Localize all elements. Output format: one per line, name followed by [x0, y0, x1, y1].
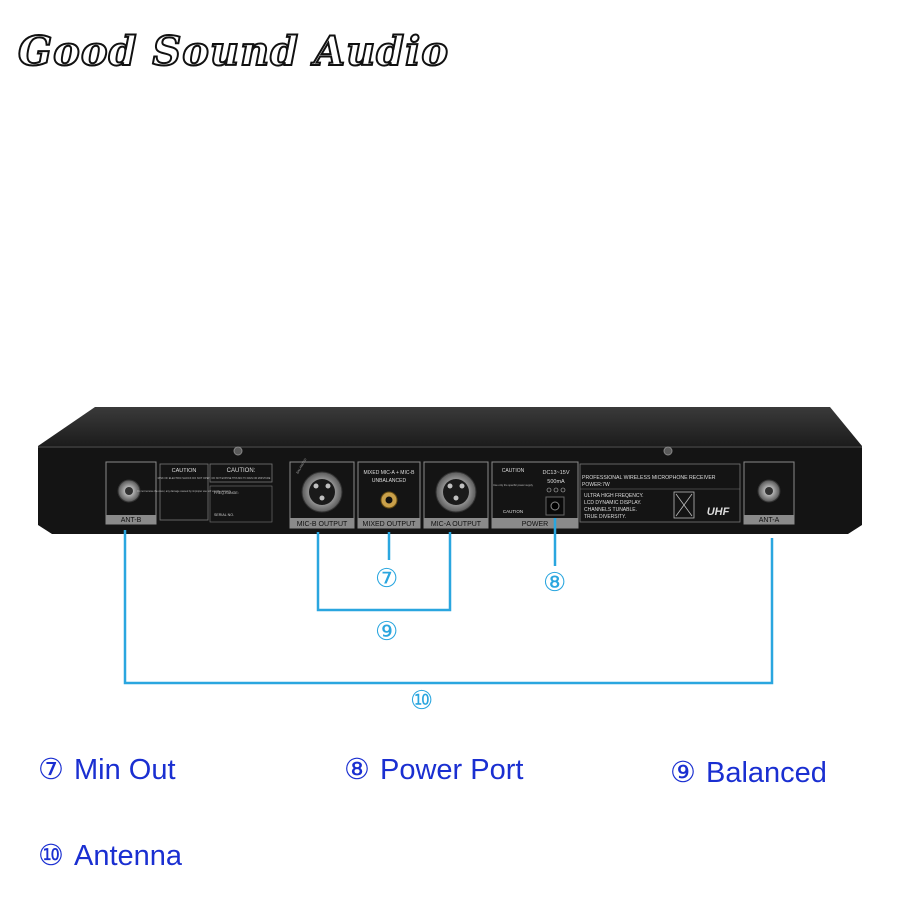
product-title: PROFESSIONAL WIRELESS MICROPHONE RECEIVE…: [582, 475, 716, 481]
legend-label: Power Port: [380, 754, 524, 786]
uhf-logo: UHF: [707, 506, 730, 518]
freq-range-label: FREQ.RANGE:: [214, 491, 239, 495]
weee-bin-icon: [673, 491, 695, 519]
warning-text: Do not remove the cover, any damage caus…: [137, 490, 231, 493]
legend-num: ⑨: [670, 755, 696, 789]
legend-num: ⑧: [344, 752, 370, 786]
callout-8: ⑧: [543, 568, 567, 598]
legend-item-balanced: ⑨ Balanced: [670, 755, 827, 790]
caution-body: DO NOT EXPOSE THIS MIC TO RAIN OR MOISTU…: [212, 477, 271, 480]
power-label: POWER: [522, 521, 548, 528]
legend-label: Min Out: [74, 754, 176, 786]
feature-2: LCD DYNAMIC DISPLAY.: [584, 500, 641, 506]
callout-line-balanced: [316, 532, 452, 612]
chassis-top: [38, 407, 862, 446]
feature-1: ULTRA HIGH FREQENCY.: [584, 493, 644, 499]
caution-title: CAUTION:: [227, 468, 256, 474]
legend-num: ⑦: [38, 752, 64, 786]
legend-label: Antenna: [74, 840, 183, 872]
callout-9: ⑨: [375, 617, 399, 647]
callout-lines: [123, 518, 774, 685]
ant-b-label: ANT-B: [121, 517, 142, 524]
callout-10: ⑩: [410, 686, 434, 716]
ant-a-label: ANT-A: [759, 517, 780, 524]
mixed-sub: UNBALANCED: [372, 478, 407, 484]
power-use-text: Use only the specific power supply: [493, 483, 533, 487]
screw: [663, 446, 673, 456]
feature-4: TRUE DIVERSITY.: [584, 514, 626, 520]
power-caution-bottom: CAUTION: [503, 509, 523, 514]
callout-7: ⑦: [375, 564, 399, 594]
mic-b-output-label: MIC-B OUTPUT: [297, 521, 348, 528]
caution-small-body: RISK OF ELECTRIC SHOCK DO NOT OPEN: [158, 476, 211, 480]
dc-current: 500mA: [547, 479, 565, 485]
callout-line-antenna: [123, 530, 774, 685]
product-label-panel: [579, 463, 741, 523]
legend-item-power-port: ⑧ Power Port: [344, 752, 523, 787]
legend-item-min-out: ⑦ Min Out: [38, 752, 176, 787]
legend-num: ⑩: [38, 838, 64, 872]
dc-rating: DC13~15V: [542, 470, 569, 476]
mic-a-output-label: MIC-A OUTPUT: [431, 521, 482, 528]
screw: [233, 446, 243, 456]
caution-small-title: CAUTION: [172, 468, 197, 474]
serial-no-label: SERIAL NO.: [214, 513, 234, 517]
brand-logo: Good Sound Audio: [17, 27, 449, 76]
mixed-title: MIXED MIC-A + MIC-B: [364, 470, 416, 476]
mixed-output-label: MIXED OUTPUT: [363, 521, 417, 528]
legend-item-antenna: ⑩ Antenna: [38, 838, 182, 873]
feature-3: CHANNELS TUNABLE.: [584, 507, 637, 513]
legend-label: Balanced: [706, 757, 827, 789]
power-caution: CAUTION: [502, 468, 525, 474]
product-power: POWER:7W: [582, 482, 610, 488]
